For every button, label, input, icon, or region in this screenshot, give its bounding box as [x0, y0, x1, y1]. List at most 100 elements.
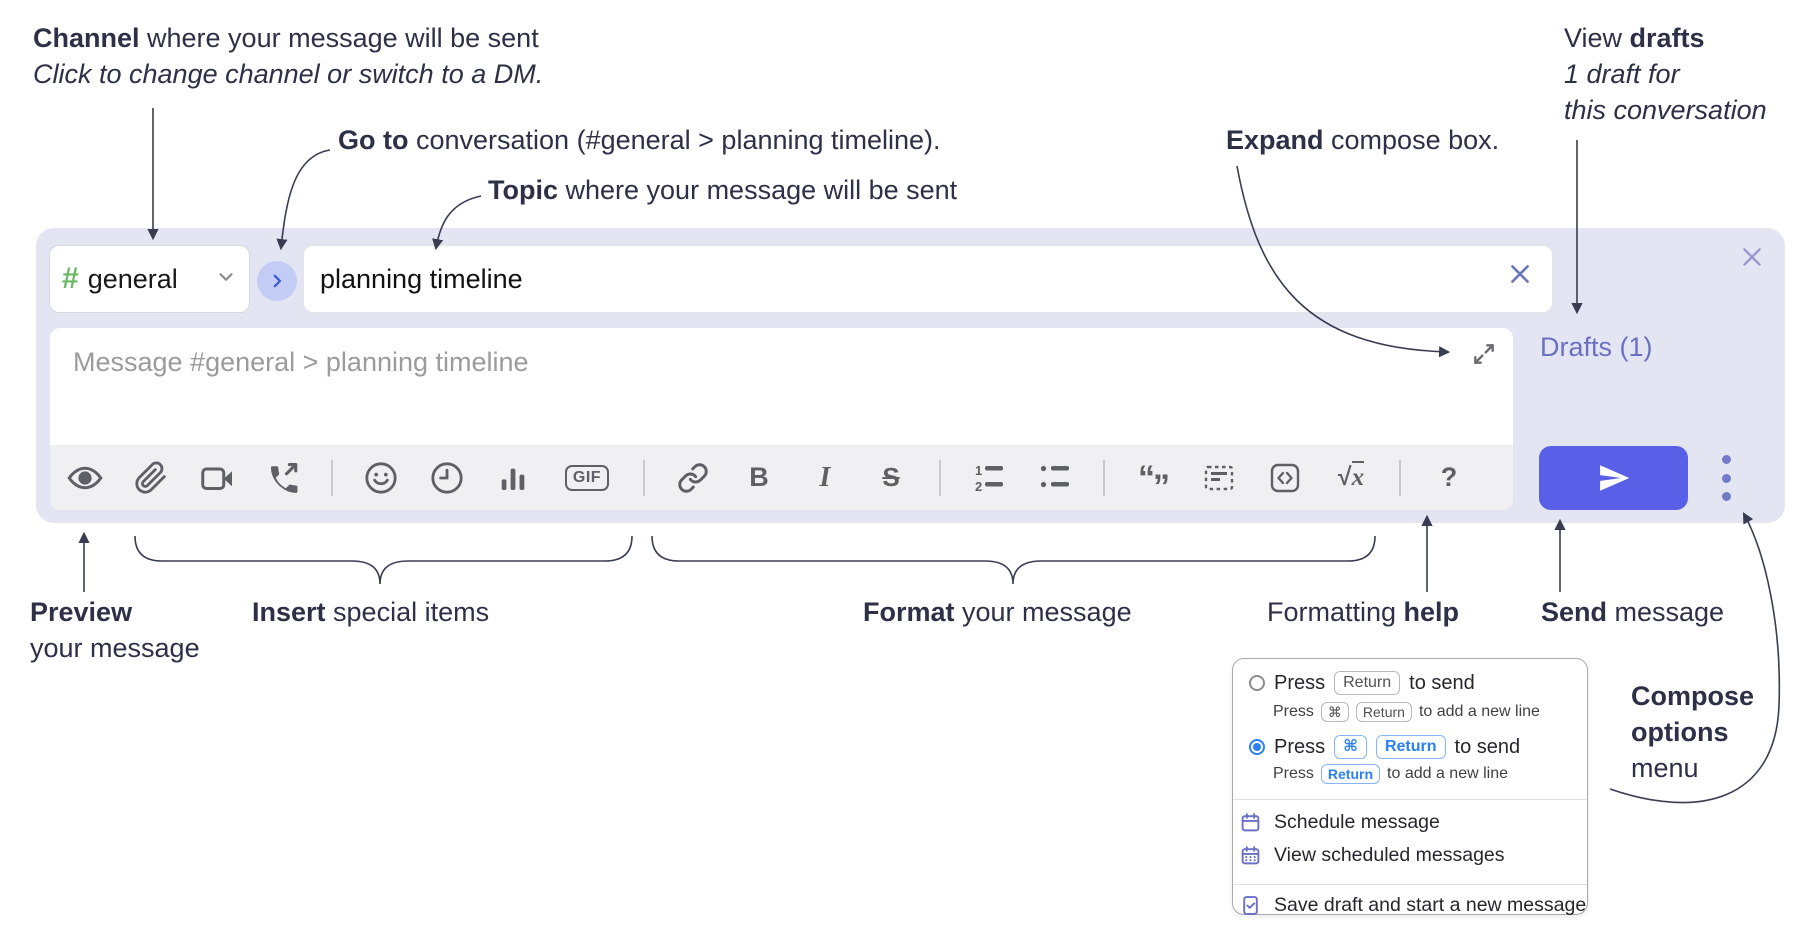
toolbar-divider — [643, 459, 645, 496]
formatting-help-annotation: Formatting help — [1267, 597, 1460, 627]
clear-topic-button[interactable] — [1506, 260, 1534, 288]
menu-option-return-to-send[interactable]: Press Return to send — [1233, 669, 1587, 697]
emoji-button[interactable] — [363, 460, 399, 496]
math-icon: √x — [1337, 461, 1365, 491]
drafts-link[interactable]: Drafts (1) — [1540, 332, 1653, 362]
close-icon — [1743, 248, 1761, 266]
go-to-conversation-button[interactable] — [257, 261, 297, 301]
smiley-icon — [365, 461, 397, 494]
compose-options-annotation: Compose options menu — [1631, 681, 1755, 783]
bold-icon: B — [749, 462, 769, 492]
compose-options-button[interactable] — [1714, 455, 1738, 501]
code-icon — [1270, 463, 1300, 492]
expand-icon — [1474, 344, 1494, 364]
svg-text:2: 2 — [975, 479, 982, 493]
channel-hash-icon: # — [62, 262, 79, 295]
poll-button[interactable] — [495, 460, 531, 496]
quote-icon: “” — [1138, 458, 1170, 506]
spoiler-icon — [1204, 465, 1234, 490]
audio-call-button[interactable] — [265, 460, 301, 496]
return-keycap: Return — [1375, 735, 1446, 759]
menu-option-return-to-send-hint: Press ⌘ Return to add a new line — [1273, 702, 1540, 722]
menu-item-schedule-message[interactable]: Schedule message — [1233, 806, 1587, 839]
quote-button[interactable]: “” — [1135, 458, 1171, 506]
numbered-list-button[interactable]: 1 2 — [971, 460, 1007, 496]
attach-file-button[interactable] — [133, 460, 169, 496]
save-draft-icon — [1243, 895, 1258, 915]
clock-icon — [431, 461, 463, 494]
topic-input[interactable] — [303, 245, 1553, 313]
radio-selected-icon[interactable] — [1249, 739, 1265, 755]
strikethrough-icon: S — [882, 462, 900, 492]
question-mark-icon: ? — [1440, 462, 1458, 492]
toolbar-divider — [331, 459, 333, 496]
message-formatting-help-button[interactable]: ? — [1431, 460, 1467, 496]
preview-button[interactable] — [67, 460, 103, 496]
compose-toolbar: GIF B I S — [50, 445, 1513, 510]
eye-icon — [67, 466, 103, 489]
phone-call-icon — [270, 462, 298, 493]
expand-compose-button[interactable] — [1471, 341, 1497, 367]
close-icon — [1511, 265, 1529, 283]
menu-item-view-scheduled-messages[interactable]: View scheduled messages — [1233, 839, 1587, 872]
cmd-keycap: ⌘ — [1320, 702, 1349, 722]
expand-annotation: Expand compose box. — [1226, 125, 1500, 155]
toolbar-divider — [939, 459, 941, 496]
radio-unselected-icon[interactable] — [1249, 675, 1265, 691]
bar-chart-icon — [501, 468, 525, 490]
cmd-keycap: ⌘ — [1334, 735, 1367, 759]
message-area: GIF B I S — [50, 328, 1513, 510]
menu-divider — [1233, 799, 1587, 800]
toolbar-divider — [1103, 459, 1105, 496]
toolbar-divider — [1399, 459, 1401, 496]
math-button[interactable]: √x — [1333, 460, 1369, 496]
calendar-icon — [1241, 813, 1260, 832]
insert-annotation: Insert special items — [252, 597, 490, 627]
calendar-grid-icon — [1241, 846, 1260, 865]
channel-annotation: Channel where your message will be sent … — [33, 23, 544, 89]
italic-button[interactable]: I — [807, 460, 843, 496]
time-button[interactable] — [429, 460, 465, 496]
menu-option-cmd-return-to-send-hint: Press Return to add a new line — [1273, 764, 1509, 784]
ellipsis-dot — [1721, 455, 1731, 464]
italic-icon: I — [819, 461, 831, 493]
bulleted-list-button[interactable] — [1037, 460, 1073, 496]
spoiler-button[interactable] — [1201, 460, 1237, 496]
message-input[interactable] — [50, 328, 1430, 428]
link-button[interactable] — [675, 460, 711, 496]
video-camera-icon — [201, 467, 232, 490]
return-keycap: Return — [1334, 671, 1401, 695]
menu-item-save-draft[interactable]: Save draft and start a new message — [1233, 885, 1587, 925]
menu-option-cmd-return-to-send[interactable]: Press ⌘ Return to send — [1233, 733, 1587, 761]
strikethrough-button[interactable]: S — [873, 460, 909, 496]
video-call-button[interactable] — [199, 460, 235, 496]
gif-icon: GIF — [564, 464, 610, 491]
gif-button[interactable]: GIF — [561, 460, 613, 496]
topic-annotation: Topic where your message will be sent — [488, 175, 958, 205]
send-annotation: Send message — [1541, 597, 1725, 627]
goto-annotation: Go to conversation (#general > planning … — [338, 125, 941, 155]
format-brace — [651, 535, 1376, 585]
compose-options-menu: Press Return to send Press ⌘ Return to a… — [1232, 658, 1588, 916]
paperclip-icon — [135, 461, 166, 494]
preview-annotation: Preview your message — [30, 597, 200, 663]
bold-button[interactable]: B — [741, 460, 777, 496]
bulleted-list-icon — [1040, 465, 1069, 487]
channel-selector[interactable]: # general — [49, 245, 250, 313]
return-keycap: Return — [1355, 702, 1412, 722]
drafts-annotation: View drafts 1 draft for this conversatio… — [1564, 23, 1767, 125]
format-annotation: Format your message — [863, 597, 1132, 627]
link-icon — [678, 462, 708, 493]
compose-box: # general — [36, 228, 1785, 523]
channel-name: general — [87, 263, 178, 294]
return-keycap: Return — [1320, 764, 1381, 784]
code-button[interactable] — [1267, 460, 1303, 496]
menu-divider — [1233, 884, 1587, 885]
send-button[interactable] — [1539, 446, 1688, 510]
ellipsis-dot — [1721, 492, 1731, 501]
numbered-list-icon: 1 2 — [975, 463, 1003, 493]
ellipsis-dot — [1721, 473, 1731, 483]
close-compose-button[interactable] — [1739, 244, 1765, 270]
svg-text:1: 1 — [975, 463, 982, 478]
